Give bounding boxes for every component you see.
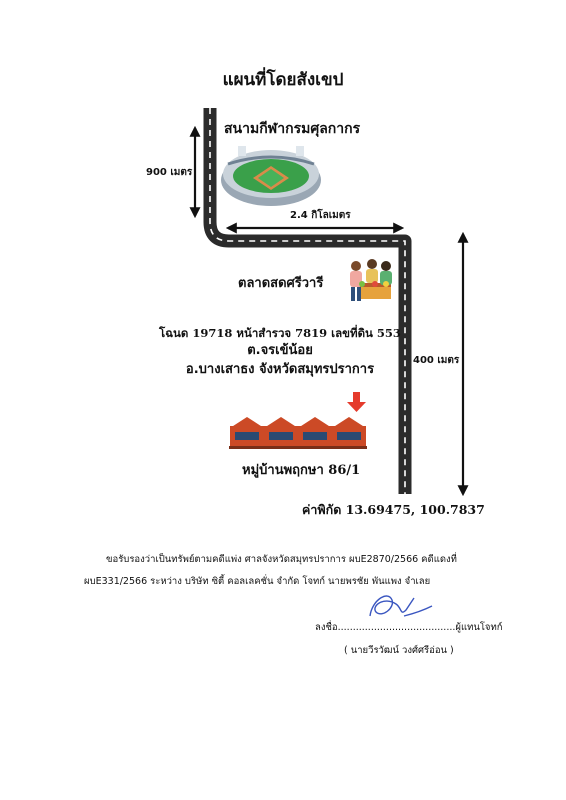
road [203,108,412,494]
certification-line-1: ขอรับรองว่าเป็นทรัพย์ตามคดีแพ่ง ศาลจังหว… [106,554,457,565]
location-arrow-icon [347,392,366,412]
distance-label-400m: 400 เมตร [413,355,460,366]
signature-line: ลงชื่อ..................................… [315,622,503,633]
village-houses-icon [229,417,367,449]
stadium-icon [221,146,321,206]
signatory-name: ( นายวีรวัฒน์ วงศ์ศรีอ่อน ) [344,645,454,656]
certification-text: ขอรับรองว่าเป็นทรัพย์ตามคดีแพ่ง ศาลจังหว… [84,549,504,593]
address-subdistrict-line: ต.จรเข้น้อย [247,343,313,358]
distance-label-900m: 900 เมตร [146,167,193,178]
address-province-line: อ.บางเสาธง จังหวัดสมุทรปราการ [185,362,375,377]
village-label: หมู่บ้านพฤกษา 86/1 [242,463,361,478]
market-label: ตลาดสดศรีวารี [238,276,324,291]
distance-label-2-4km: 2.4 กิโลเมตร [290,210,351,221]
address-block: โฉนด 19718 หน้าสำรวจ 7819 เลขที่ดิน 553 … [150,325,410,379]
coordinates-label: ค่าพิกัด 13.69475, 100.7837 [302,502,485,517]
stadium-label: สนามกีฬากรมศุลกากร [224,121,361,137]
market-icon [350,259,392,301]
certification-line-2: ผบE331/2566 ระหว่าง บริษัท ซิตี้ คอลเลคช… [84,576,431,587]
signature-scribble [369,595,433,617]
map-title: แผนที่โดยสังเขป [222,70,344,90]
address-deed-line: โฉนด 19718 หน้าสำรวจ 7819 เลขที่ดิน 553 [159,326,401,340]
